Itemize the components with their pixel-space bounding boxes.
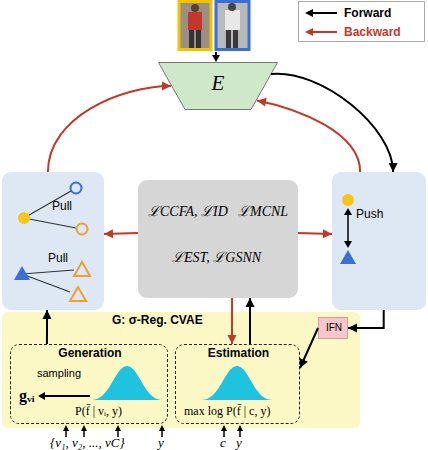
person-image: [179, 2, 211, 50]
person-image: [216, 2, 249, 50]
cvae-module: G: σ-Reg. CVAE Generation samplinggᵥᵢP(f̄ …: [2, 312, 360, 428]
legend-arrow: [312, 12, 337, 14]
person-leg: [226, 30, 231, 48]
flow-arrow: [257, 98, 360, 172]
ifn-label: IFN: [319, 322, 349, 334]
legend-label: Backward: [344, 25, 401, 39]
loss-term: ℒMCNL: [238, 204, 288, 220]
input-variable: {v₁, v₂, ..., vC}: [50, 435, 125, 450]
pull-panel: PullPull: [2, 172, 104, 310]
flow-arrow: [298, 229, 332, 238]
pull-label: Pull: [48, 252, 68, 266]
arrow-head: [389, 163, 398, 172]
arrow-head: [257, 98, 267, 107]
push-panel: Push: [332, 172, 426, 310]
arrow-head: [323, 229, 332, 238]
generation-box: Generation samplinggᵥᵢP(f̄ | vᵢ, y): [10, 344, 168, 424]
loss-box: ℒCCFA, ℒID ℒMCNL ℒEST, ℒGSNN: [138, 180, 298, 298]
legend-arrow: [312, 31, 337, 33]
flow-arrow: [271, 74, 398, 172]
person-leg: [189, 30, 194, 48]
arrow-line: [48, 86, 171, 172]
section-title: Estimation: [176, 347, 301, 361]
push-label: Push: [356, 208, 383, 222]
arrow-line: [104, 233, 138, 234]
encoder-label: E: [158, 71, 278, 95]
arrow-line: [257, 100, 360, 172]
encoder-block: E: [158, 62, 278, 110]
input-variable: y: [158, 435, 164, 450]
flow-arrow: [104, 229, 138, 238]
pull-label: Pull: [52, 200, 72, 214]
module-title: G: σ-Reg. CVAE: [112, 314, 203, 328]
arrow-head: [212, 55, 220, 62]
sampling-label: sampling: [37, 367, 81, 380]
ifn-box: IFN: [318, 317, 348, 339]
estimation-box: Estimation max log P(f̄ | c, y): [175, 344, 300, 424]
arrow-head: [104, 229, 113, 238]
person-head: [191, 4, 199, 12]
legend-frame: [299, 2, 425, 42]
distribution-formula: P(f̄ | vᵢ, y): [75, 405, 122, 419]
input-variable: c: [220, 435, 226, 450]
person-shirt: [225, 10, 240, 30]
flow-arrow: [48, 82, 171, 173]
legend-label: Forward: [344, 6, 391, 20]
person-head: [228, 3, 236, 11]
arrow-head: [305, 28, 313, 36]
arrow-head: [246, 298, 255, 307]
arrow-line: [271, 74, 393, 172]
objective-formula: max log P(f̄ | c, y): [184, 405, 270, 419]
loss-term: ℒCCFA, ℒID: [148, 204, 228, 220]
section-title: Generation: [11, 347, 169, 361]
feature-symbol: gᵥᵢ: [19, 387, 35, 405]
arrow-head: [305, 9, 313, 17]
person-leg: [233, 30, 238, 48]
encoder-shape: [159, 63, 278, 110]
loss-term: ℒEST, ℒGSNN: [172, 250, 261, 266]
input-arrow: [215, 52, 217, 56]
person-leg: [196, 30, 201, 48]
arrow-line: [298, 233, 332, 234]
input-variable: y: [236, 435, 242, 450]
person-shirt: [188, 12, 202, 30]
